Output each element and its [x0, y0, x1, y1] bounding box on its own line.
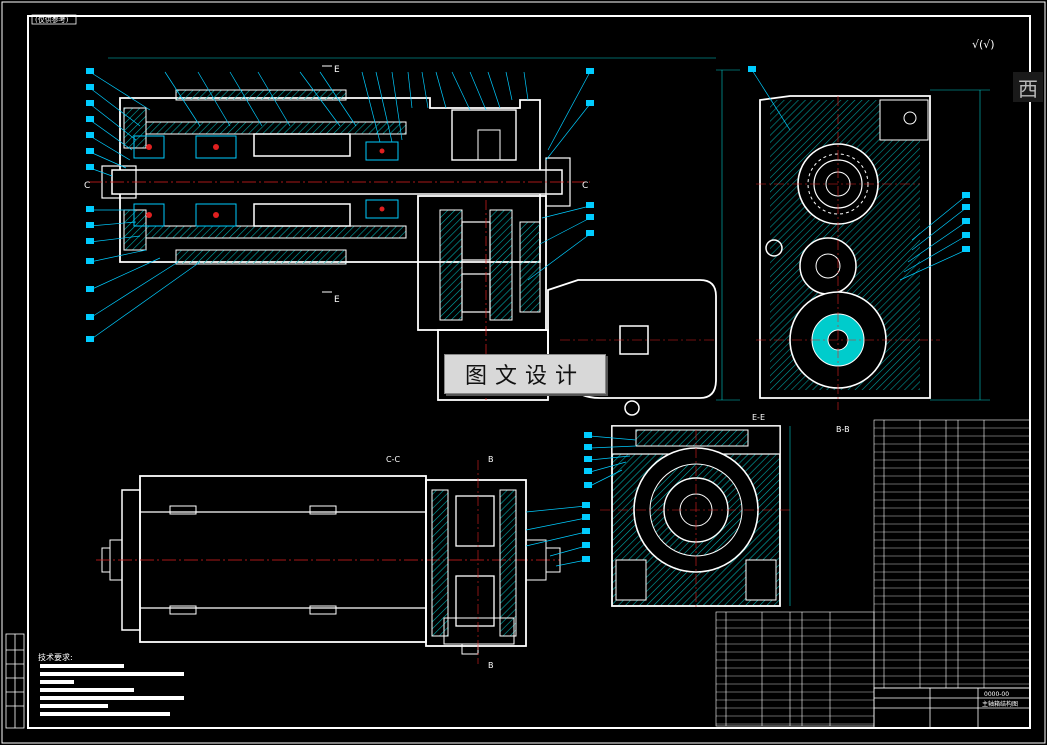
leader-lines-left: [89, 71, 201, 341]
section-view-c-c: C-C B B: [96, 455, 590, 670]
leader-lines-right: [527, 71, 591, 281]
side-corner-glyph: 西: [1013, 72, 1043, 102]
section-mark-e-top: E: [334, 65, 340, 75]
parts-list-rows: [874, 427, 1030, 685]
parts-list-lower: [715, 611, 875, 727]
view-label-e-e: E-E: [752, 413, 765, 422]
tech-requirements-title: 技术要求:: [38, 652, 73, 662]
section-mark-c-right: C: [582, 181, 588, 191]
view-label-c-c: C-C: [386, 455, 400, 464]
surface-roughness-symbol: √(√): [972, 38, 995, 51]
title-tag: (仅供参考): [35, 15, 69, 24]
section-mark-b-top: B: [488, 455, 494, 464]
section-mark-c-left: C: [84, 181, 90, 191]
leader-lines-top: [164, 71, 529, 143]
drawing-number: 0000-00: [984, 691, 1009, 698]
side-record-strip: [5, 633, 25, 729]
section-mark-b-bottom: B: [488, 661, 494, 670]
watermark-label: 图文设计: [444, 354, 606, 394]
inner-frame: [27, 15, 1031, 729]
title-tag-box: [31, 14, 77, 25]
parts-list-table: [873, 419, 1031, 689]
technical-requirements: 技术要求:: [38, 652, 184, 716]
main-section-view: C C E E: [84, 57, 740, 416]
title-block: [873, 687, 1031, 729]
drawing-name: 主轴箱结构图: [982, 700, 1018, 708]
section-mark-e-bottom: E: [334, 295, 340, 305]
parts-list-lower-rows: [716, 619, 874, 725]
view-label-b-b: B-B: [836, 425, 850, 434]
section-view-e-e: E-E: [584, 413, 791, 610]
section-view-b-b: B-B: [748, 66, 990, 434]
